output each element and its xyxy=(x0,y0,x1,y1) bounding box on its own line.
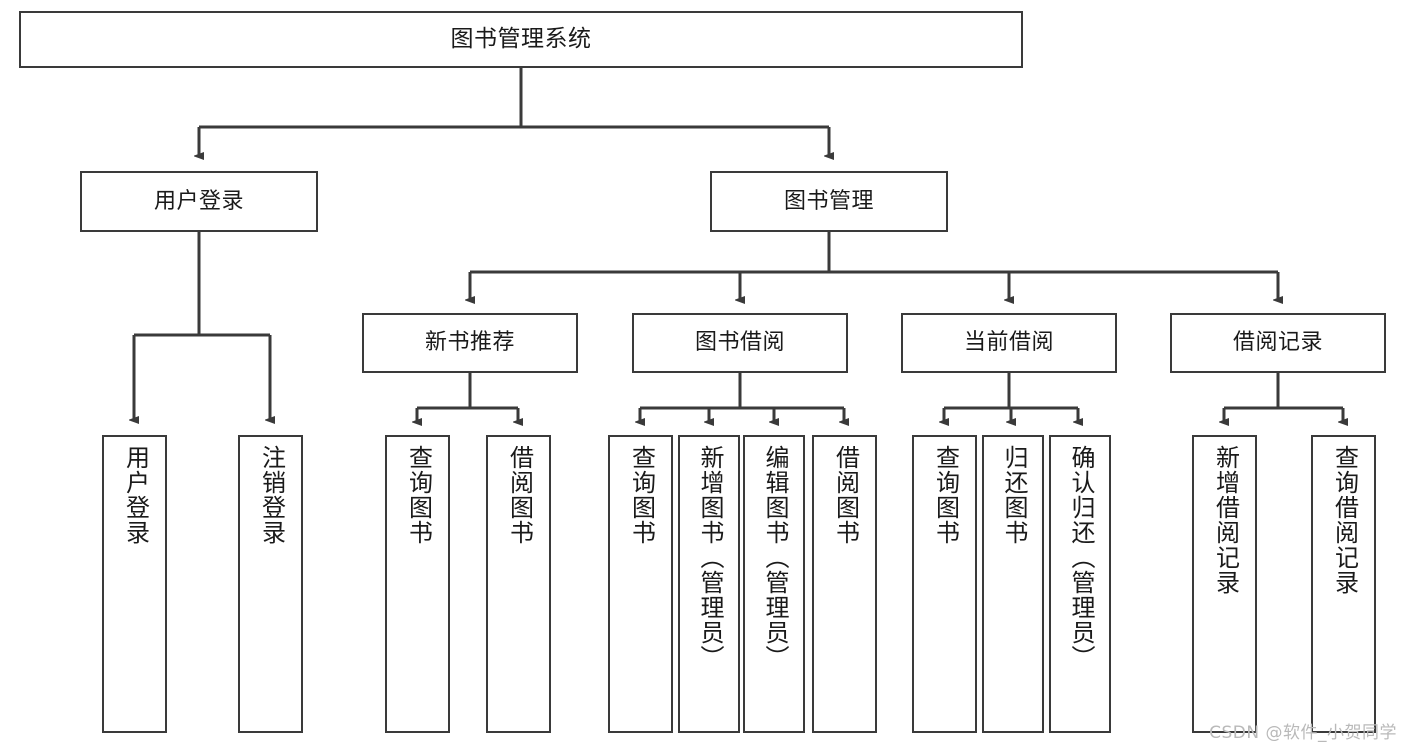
leaf-new-book-2[interactable]: 借阅图书 xyxy=(486,435,551,733)
leaf-current-borrow-2-label: 归还图书 xyxy=(999,445,1028,545)
leaf-borrow-record-2-label: 查询借阅记录 xyxy=(1330,445,1359,595)
node-borrow-record[interactable]: 借阅记录 xyxy=(1170,313,1386,373)
leaf-new-book-2-label: 借阅图书 xyxy=(505,445,534,545)
leaf-new-book-1[interactable]: 查询图书 xyxy=(385,435,450,733)
leaf-current-borrow-3[interactable]: 确认归还（管理员） xyxy=(1049,435,1111,733)
leaf-user-login-2[interactable]: 注销登录 xyxy=(238,435,303,733)
leaf-current-borrow-1-label: 查询图书 xyxy=(931,445,960,545)
node-root[interactable]: 图书管理系统 xyxy=(19,11,1023,68)
leaf-current-borrow-1[interactable]: 查询图书 xyxy=(912,435,977,733)
leaf-borrow-record-1-label: 新增借阅记录 xyxy=(1211,445,1240,595)
leaf-borrow-record-2[interactable]: 查询借阅记录 xyxy=(1311,435,1376,733)
node-book-borrow[interactable]: 图书借阅 xyxy=(632,313,848,373)
leaf-current-borrow-2[interactable]: 归还图书 xyxy=(982,435,1044,733)
node-user-login-label: 用户登录 xyxy=(153,188,244,214)
leaf-user-login-1-label: 用户登录 xyxy=(121,445,150,545)
leaf-book-borrow-2-label: 新增图书（管理员） xyxy=(695,445,724,670)
leaf-new-book-1-label: 查询图书 xyxy=(404,445,433,545)
leaf-book-borrow-2[interactable]: 新增图书（管理员） xyxy=(678,435,740,733)
node-borrow-record-label: 借阅记录 xyxy=(1232,330,1323,356)
leaf-book-borrow-4[interactable]: 借阅图书 xyxy=(812,435,877,733)
node-new-book-recommend[interactable]: 新书推荐 xyxy=(362,313,578,373)
node-book-manage-label: 图书管理 xyxy=(783,188,874,214)
leaf-book-borrow-3-label: 编辑图书（管理员） xyxy=(760,445,789,670)
leaf-user-login-1[interactable]: 用户登录 xyxy=(102,435,167,733)
node-current-borrow[interactable]: 当前借阅 xyxy=(901,313,1117,373)
node-user-login[interactable]: 用户登录 xyxy=(80,171,318,232)
node-current-borrow-label: 当前借阅 xyxy=(963,330,1054,356)
node-root-label: 图书管理系统 xyxy=(450,26,592,53)
node-book-manage[interactable]: 图书管理 xyxy=(710,171,948,232)
leaf-book-borrow-1[interactable]: 查询图书 xyxy=(608,435,673,733)
leaf-book-borrow-1-label: 查询图书 xyxy=(627,445,656,545)
leaf-book-borrow-3[interactable]: 编辑图书（管理员） xyxy=(743,435,805,733)
node-book-borrow-label: 图书借阅 xyxy=(694,330,785,356)
node-new-book-recommend-label: 新书推荐 xyxy=(424,330,515,356)
leaf-current-borrow-3-label: 确认归还（管理员） xyxy=(1066,445,1095,670)
leaf-borrow-record-1[interactable]: 新增借阅记录 xyxy=(1192,435,1257,733)
leaf-book-borrow-4-label: 借阅图书 xyxy=(831,445,860,545)
leaf-user-login-2-label: 注销登录 xyxy=(257,445,286,545)
